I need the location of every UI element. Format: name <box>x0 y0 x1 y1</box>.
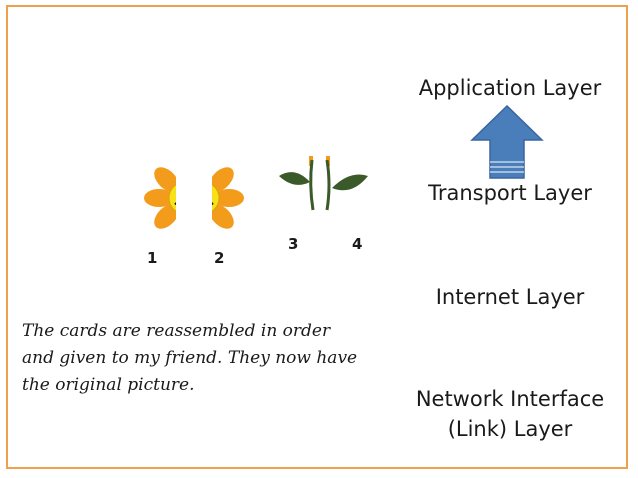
caption-text: The cards are reassembled in order and g… <box>22 321 358 395</box>
transport-layer-label: Transport Layer <box>428 181 592 205</box>
network-interface-layer-label-line2: (Link) Layer <box>447 417 573 441</box>
internet-layer-label: Internet Layer <box>435 285 585 309</box>
leaf-icon <box>325 156 368 211</box>
application-layer-label: Application Layer <box>418 76 602 100</box>
card-number-3: 3 <box>288 235 299 253</box>
network-interface-layer-label-line1: Network Interface <box>415 387 605 411</box>
card-1-sunflower-left-half <box>144 167 176 229</box>
sunflower-icon <box>212 167 244 229</box>
card-2-sunflower-right-half <box>212 167 244 229</box>
card-number-1: 1 <box>147 249 158 267</box>
leaf-icon <box>279 156 315 211</box>
card-number-2: 2 <box>214 249 225 267</box>
slide-frame <box>6 5 628 469</box>
up-arrow-icon <box>470 104 544 179</box>
card-4-stem-right-half <box>325 156 368 211</box>
card-number-4: 4 <box>352 235 363 253</box>
card-3-stem-left-half <box>279 156 315 211</box>
sunflower-icon <box>144 167 176 229</box>
